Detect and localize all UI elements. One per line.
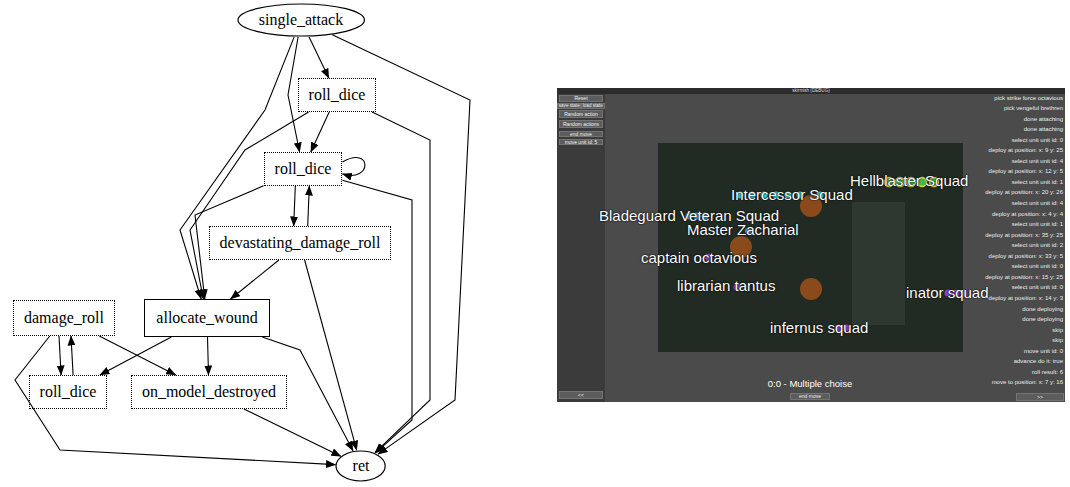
action-log-entry: select unit unit id: 4: [1012, 200, 1063, 206]
objective-marker: [800, 278, 822, 300]
unit-label: inator squad: [906, 285, 989, 302]
node-label: ret: [353, 457, 370, 475]
ui-button: load state: [581, 103, 605, 109]
flow-arrow: [305, 260, 357, 450]
action-log-entry: done deploying: [1022, 316, 1063, 322]
node-label: allocate_wound: [156, 309, 257, 327]
terrain-block: [852, 202, 905, 325]
unit-label: Intercessor Squad: [731, 187, 853, 204]
flow-arrow: [342, 158, 365, 176]
action-log-entry: pick strike force octavious: [994, 95, 1063, 101]
ui-button: move unit id: 5: [559, 139, 603, 145]
action-log-entry: deploy at position: x: 9 y: 25: [989, 147, 1063, 153]
ui-button: <<: [559, 391, 603, 399]
unit-label: librarian tantus: [677, 278, 775, 295]
unit-label: captain octavious: [641, 250, 757, 267]
node-label: roll_dice: [40, 383, 97, 401]
button-label: <<: [578, 391, 584, 399]
action-log-entry: done attaching: [1024, 116, 1063, 122]
button-label: save state: [559, 103, 580, 109]
unit-label: Hellblaster Squad: [850, 173, 968, 190]
button-label: Random actions: [563, 120, 599, 128]
button-label: >>: [1037, 393, 1043, 401]
action-log-entry: advance do it: true: [1014, 358, 1063, 364]
node-label: devastating_damage_roll: [220, 234, 381, 252]
node-label: on_model_destroyed: [142, 383, 276, 401]
action-log-entry: deploy at position: x: 15 y: 25: [985, 274, 1063, 280]
function-box: on_model_destroyed: [131, 375, 287, 409]
action-log-entry: deploy at position: x: 20 y: 26: [985, 189, 1063, 195]
button-label: Reset: [574, 95, 587, 102]
action-log-entry: deploy at position: x: 14 y: 3: [989, 295, 1063, 301]
start-ellipse: single_attack: [237, 3, 365, 37]
status-text: 0:0 - Multiple choise: [768, 379, 852, 389]
action-log-entry: select unit unit id: 2: [1012, 242, 1063, 248]
action-log-entry: deploy at position: x: 12 y: 5: [989, 168, 1063, 174]
flow-arrow: [59, 336, 61, 375]
action-log-entry: select unit unit id: 0: [1012, 263, 1063, 269]
action-log-entry: select unit unit id: 1: [1012, 179, 1063, 185]
function-box: roll_dice: [264, 152, 343, 186]
action-log-entry: deploy at position: x: 35 y: 25: [985, 232, 1063, 238]
node-label: roll_dice: [309, 86, 366, 104]
action-log-entry: move unit id: 0: [1024, 348, 1063, 354]
unit-label: Master Zacharial: [687, 222, 799, 239]
button-label: end move: [799, 393, 821, 400]
window-background: [557, 88, 1065, 402]
action-log-entry: select unit unit id: 4: [1012, 158, 1063, 164]
flow-arrow: [308, 186, 310, 226]
flow-arrow: [231, 260, 279, 299]
button-label: load state: [583, 103, 603, 109]
ui-button: Random actions: [559, 120, 603, 128]
flow-arrow: [208, 337, 209, 375]
flow-arrow: [99, 336, 175, 375]
ui-button: end move: [790, 393, 830, 400]
flow-arrow: [294, 186, 296, 226]
flow-arrow: [309, 37, 329, 78]
action-log-entry: skip: [1052, 337, 1063, 343]
process-box: allocate_wound: [144, 299, 269, 337]
function-box: damage_roll: [13, 300, 115, 336]
ui-button: >>: [1016, 393, 1064, 401]
node-label: roll_dice: [275, 160, 332, 178]
button-label: end move: [570, 131, 592, 137]
ui-button: Random action: [559, 110, 603, 118]
node-label: damage_roll: [24, 309, 104, 327]
flow-arrow: [190, 112, 309, 299]
action-log-entry: select unit unit id: 0: [1012, 137, 1063, 143]
node-label: single_attack: [259, 11, 343, 29]
flow-arrow: [244, 409, 341, 456]
action-log-entry: deploy at position: x: 33 y: 5: [989, 253, 1063, 259]
ui-button: Reset: [559, 95, 603, 102]
flow-arrow: [100, 337, 171, 375]
action-log-entry: select unit unit id: 0: [1012, 284, 1063, 290]
function-box: roll_dice: [298, 78, 377, 112]
end-ellipse: ret: [335, 450, 386, 482]
action-log-entry: pick vengeful brethren: [1004, 105, 1063, 111]
window-title: skirmish (DEBUG): [792, 88, 830, 93]
ui-button: save state: [557, 103, 581, 109]
button-label: Random action: [564, 110, 598, 118]
function-box: devastating_damage_roll: [209, 226, 392, 260]
function-box: roll_dice: [29, 375, 108, 409]
action-log-entry: select unit unit id: 1: [1012, 221, 1063, 227]
action-log-entry: done deploying: [1022, 306, 1063, 312]
title-bar: [557, 88, 1065, 94]
flow-arrow: [372, 112, 430, 453]
side-panel: [557, 94, 605, 402]
unit-label: infernus squad: [770, 320, 868, 337]
action-log-entry: done attaching: [1024, 126, 1063, 132]
flow-arrow: [15, 336, 336, 465]
action-log-entry: move to position: x: 7 y: 16: [992, 379, 1063, 385]
flow-arrow: [311, 112, 329, 152]
action-log-entry: deploy at position: x: 4 y: 4: [992, 211, 1063, 217]
ui-button: end move: [559, 131, 603, 137]
flow-arrow: [342, 180, 412, 453]
button-label: move unit id: 5: [565, 139, 598, 145]
flow-arrow: [71, 336, 73, 375]
action-log-entry: roll result: 6: [1032, 369, 1063, 375]
action-log-entry: skip: [1052, 327, 1063, 333]
